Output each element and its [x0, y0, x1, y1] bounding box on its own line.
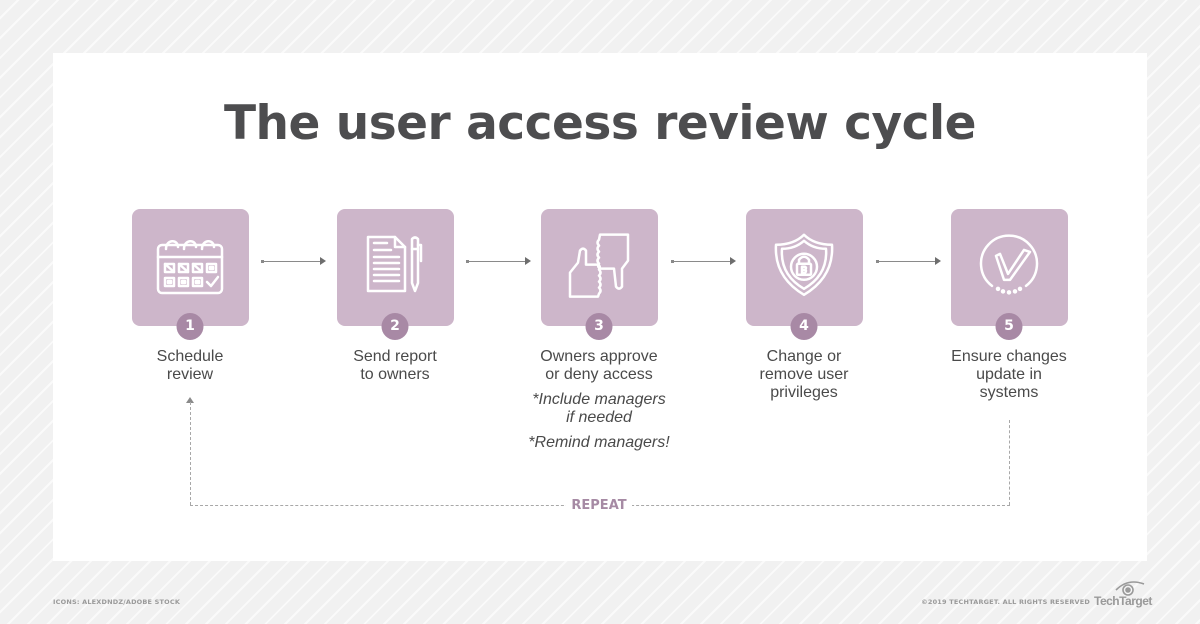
arrow-3-to-4	[671, 257, 736, 265]
loop-arrowhead-icon	[186, 397, 194, 403]
diagram-title: The user access review cycle	[223, 96, 977, 151]
step-2-box: 2	[336, 209, 454, 340]
copyright-notice: ©2019 TECHTARGET. ALL RIGHTS RESERVED	[921, 598, 1090, 606]
step-4-box: 4	[745, 209, 863, 340]
step-2-badge: 2	[381, 313, 409, 340]
step-5: 5 Ensure changes update in systems	[929, 209, 1089, 402]
step-1: 1 Schedule review	[110, 209, 270, 384]
shield-lock-icon	[774, 233, 834, 296]
eye-icon	[1115, 581, 1145, 596]
techtarget-logo: TechTarget	[1094, 580, 1152, 608]
step-2: 2 Send report to owners	[315, 209, 475, 384]
loop-line-right	[1009, 420, 1010, 505]
icon-credit: ICONS: ALEXDNDZ/ADOBE STOCK	[53, 598, 181, 606]
logo-text: TechTarget	[1094, 594, 1152, 608]
arrow-4-to-5	[876, 257, 941, 265]
arrow-1-to-2	[261, 257, 326, 265]
repeat-label: REPEAT	[566, 497, 632, 514]
step-5-box: 5	[950, 209, 1068, 340]
step-5-label: Ensure changes update in systems	[951, 348, 1067, 401]
document-pen-icon	[366, 235, 423, 292]
step-3-badge: 3	[585, 313, 613, 340]
step-3-note-include-managers: *Include managers if needed	[532, 391, 666, 426]
thumbs-up-down-icon	[568, 232, 630, 298]
step-3-note-remind-managers: *Remind managers!	[528, 434, 670, 451]
step-3-label: Owners approve or deny access	[540, 348, 658, 383]
step-1-label: Schedule review	[156, 348, 224, 383]
step-3-box: 3	[540, 209, 658, 340]
step-4-label: Change or remove user privileges	[759, 348, 849, 401]
step-4: 4 Change or remove user privileges	[724, 209, 884, 402]
step-3: 3 Owners approve or deny access *Include…	[519, 209, 679, 452]
step-1-badge: 1	[176, 313, 204, 340]
step-5-badge: 5	[995, 313, 1023, 340]
check-circle-icon	[979, 233, 1039, 295]
step-2-label: Send report to owners	[353, 348, 437, 383]
step-4-badge: 4	[790, 313, 818, 340]
step-1-box: 1	[131, 209, 249, 340]
loop-line-left	[190, 402, 191, 505]
calendar-icon	[156, 239, 224, 294]
arrow-2-to-3	[466, 257, 531, 265]
